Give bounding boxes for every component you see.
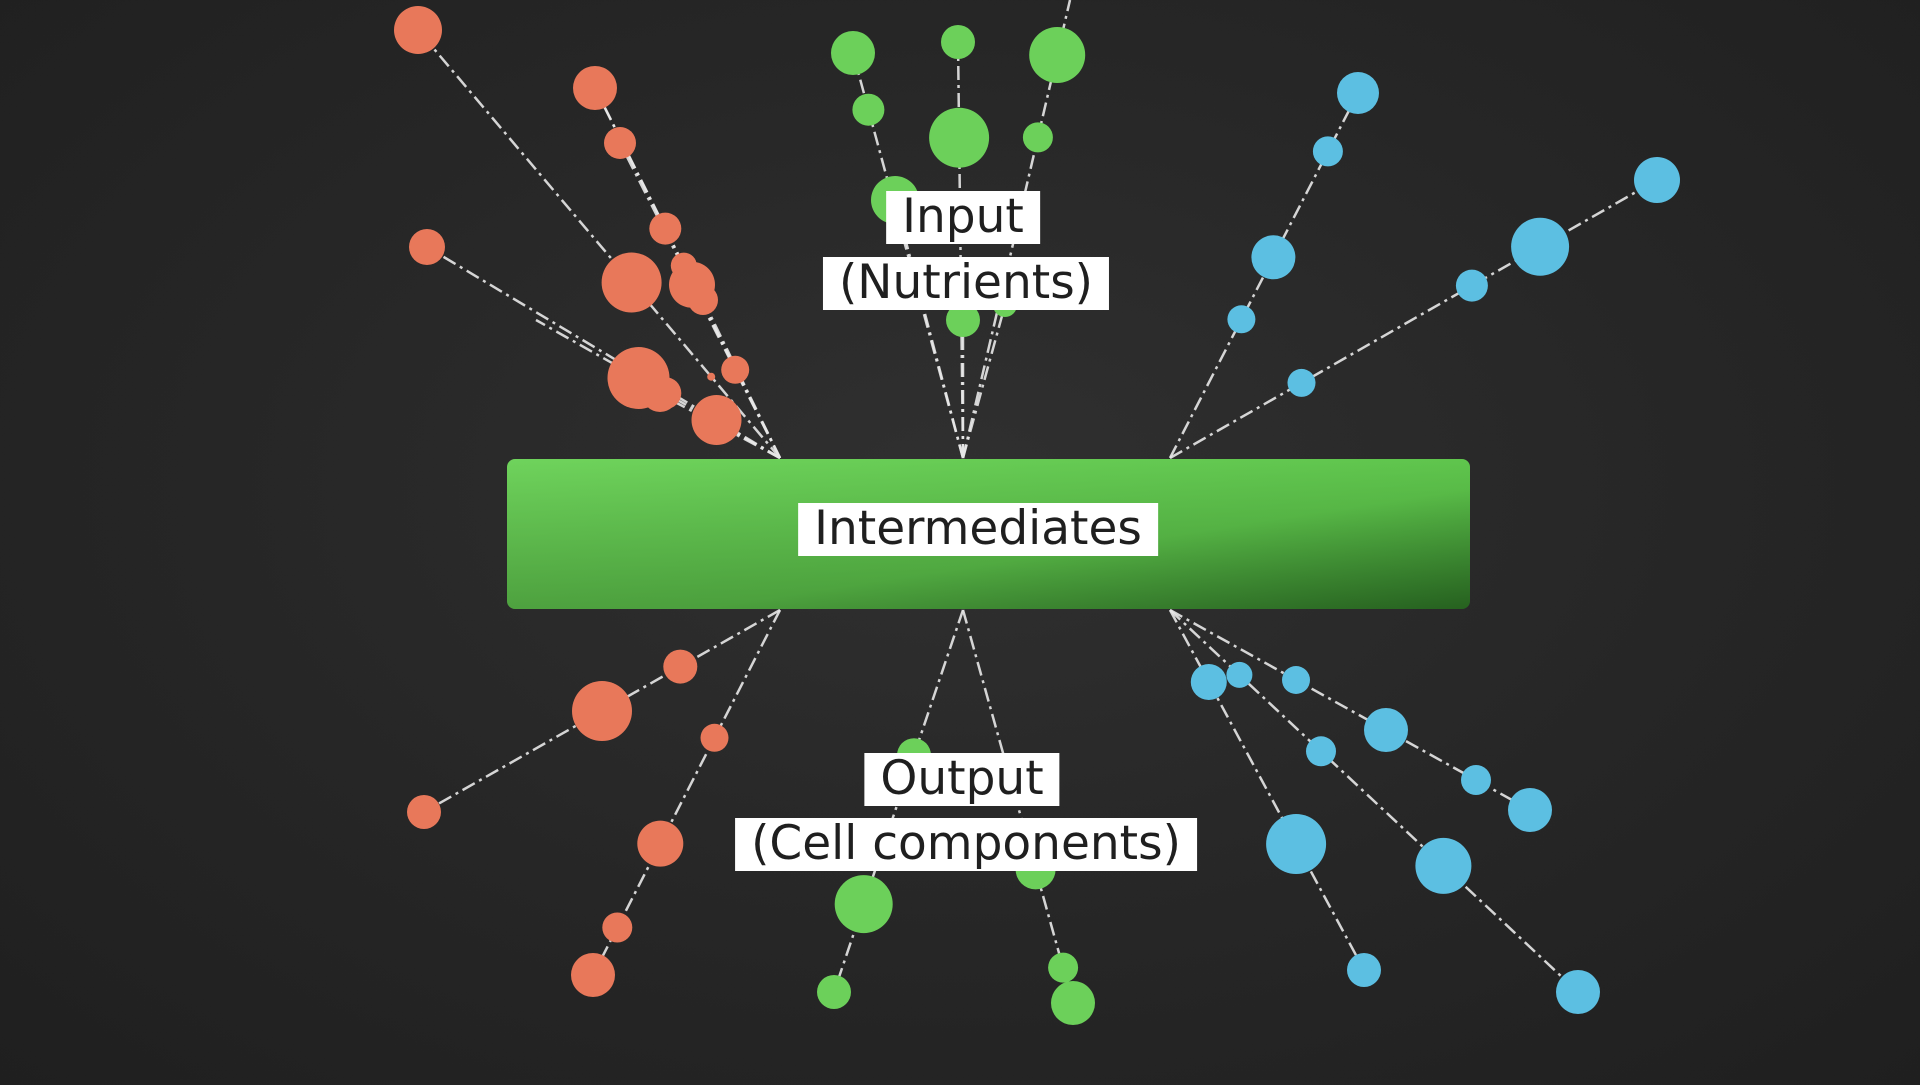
metabolite-node <box>573 66 617 110</box>
metabolite-node <box>1306 736 1336 767</box>
nutrients-label: (Nutrients) <box>822 257 1110 310</box>
input-label: Input <box>886 191 1040 244</box>
metabolite-node <box>663 649 698 684</box>
pathway-line <box>851 52 965 459</box>
metabolite-node <box>1556 970 1600 1014</box>
metabolite-node <box>572 681 632 741</box>
metabolite-node <box>1227 305 1256 334</box>
metabolite-node <box>852 93 885 126</box>
metabolite-node <box>831 31 875 75</box>
metabolite-node <box>1282 666 1310 694</box>
metabolite-node <box>571 953 615 997</box>
pathway-line <box>956 41 965 459</box>
metabolite-node <box>1029 27 1086 83</box>
metabolite-node <box>1287 368 1316 397</box>
cell-components-label: (Cell components) <box>735 818 1197 871</box>
metabolite-node <box>929 107 990 168</box>
metabolite-node <box>1461 765 1491 795</box>
metabolite-node <box>1508 788 1552 832</box>
metabolite-node <box>604 127 636 159</box>
metabolite-node <box>409 229 445 265</box>
metabolite-node <box>1022 122 1053 153</box>
metabolite-node <box>1347 953 1381 987</box>
metabolite-node <box>1455 269 1488 302</box>
metabolite-node <box>691 395 742 445</box>
pathway-line <box>417 29 781 459</box>
metabolite-node <box>1634 157 1680 203</box>
metabolite-node <box>946 303 980 337</box>
metabolite-node <box>1048 952 1079 983</box>
metabolite-node <box>602 912 633 943</box>
metabolite-node <box>700 723 729 752</box>
metabolite-node <box>707 372 716 381</box>
metabolite-node <box>1251 235 1296 280</box>
output-label: Output <box>864 753 1060 806</box>
metabolite-node <box>1051 981 1095 1025</box>
metabolite-node <box>1190 664 1227 700</box>
metabolite-node <box>1266 814 1327 874</box>
metabolite-node <box>817 975 851 1009</box>
metabolite-node <box>1337 72 1379 114</box>
metabolite-node <box>834 875 893 934</box>
metabolite-node <box>1364 708 1408 752</box>
metabolite-node <box>1415 837 1472 894</box>
metabolite-node <box>721 355 750 384</box>
metabolite-node <box>1226 661 1253 688</box>
metabolite-node <box>1312 136 1343 167</box>
metabolite-node <box>941 25 975 59</box>
metabolite-node <box>637 820 684 867</box>
intermediates-label: Intermediates <box>798 503 1158 556</box>
metabolite-node <box>394 6 442 54</box>
metabolite-node <box>601 252 662 313</box>
metabolite-node <box>407 795 441 829</box>
metabolite-node <box>1511 217 1570 276</box>
pathway-line <box>1169 178 1658 460</box>
pathway-line <box>961 609 1075 1004</box>
metabolite-node <box>649 212 682 245</box>
metabolite-node <box>642 376 678 412</box>
metabolite-node <box>688 285 718 315</box>
